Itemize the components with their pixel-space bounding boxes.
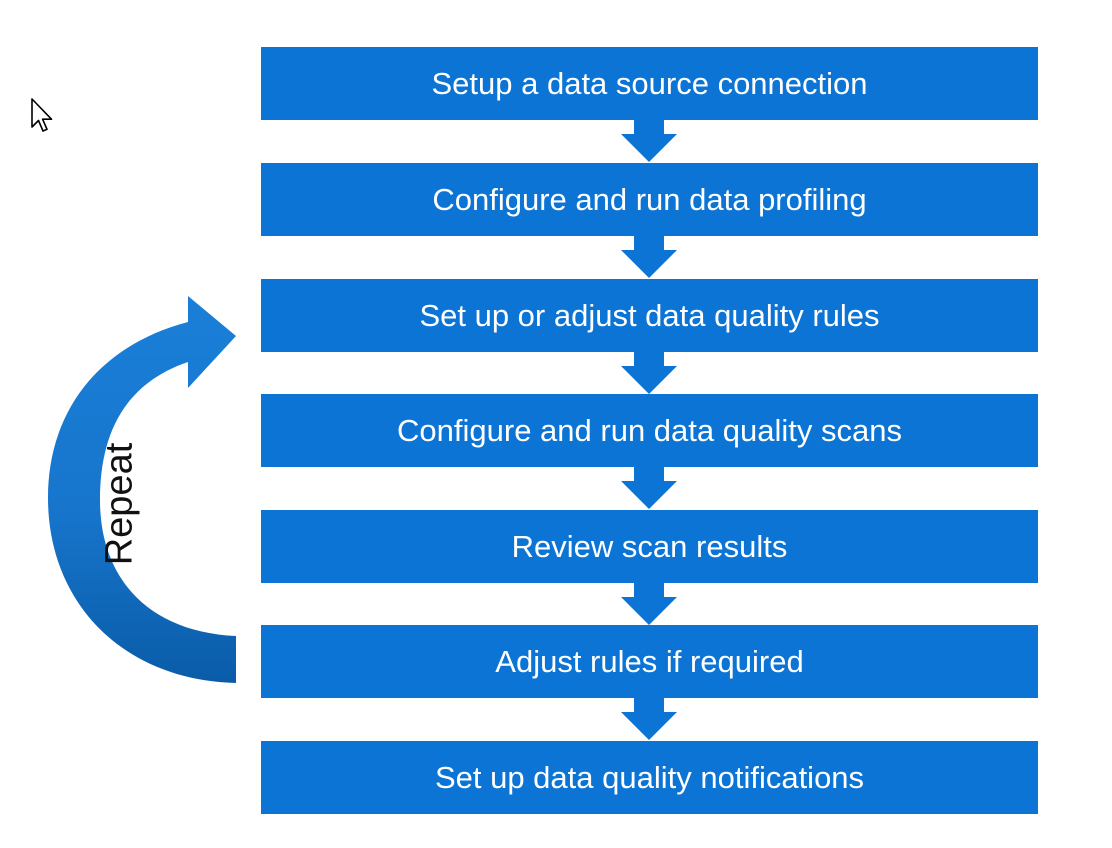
down-arrow-icon (621, 698, 677, 740)
down-arrow-icon (621, 236, 677, 278)
down-arrow-icon (621, 120, 677, 162)
step-setup-data-source: Setup a data source connection (261, 47, 1038, 120)
repeat-label: Repeat (98, 442, 141, 566)
down-arrow-icon (621, 352, 677, 394)
down-arrow-icon (621, 467, 677, 509)
down-arrow-icon (621, 583, 677, 625)
step-data-quality-scans: Configure and run data quality scans (261, 394, 1038, 467)
step-data-profiling: Configure and run data profiling (261, 163, 1038, 236)
mouse-pointer-icon (31, 98, 53, 132)
step-review-scan-results: Review scan results (261, 510, 1038, 583)
step-data-quality-rules: Set up or adjust data quality rules (261, 279, 1038, 352)
step-adjust-rules: Adjust rules if required (261, 625, 1038, 698)
step-data-quality-notifications: Set up data quality notifications (261, 741, 1038, 814)
